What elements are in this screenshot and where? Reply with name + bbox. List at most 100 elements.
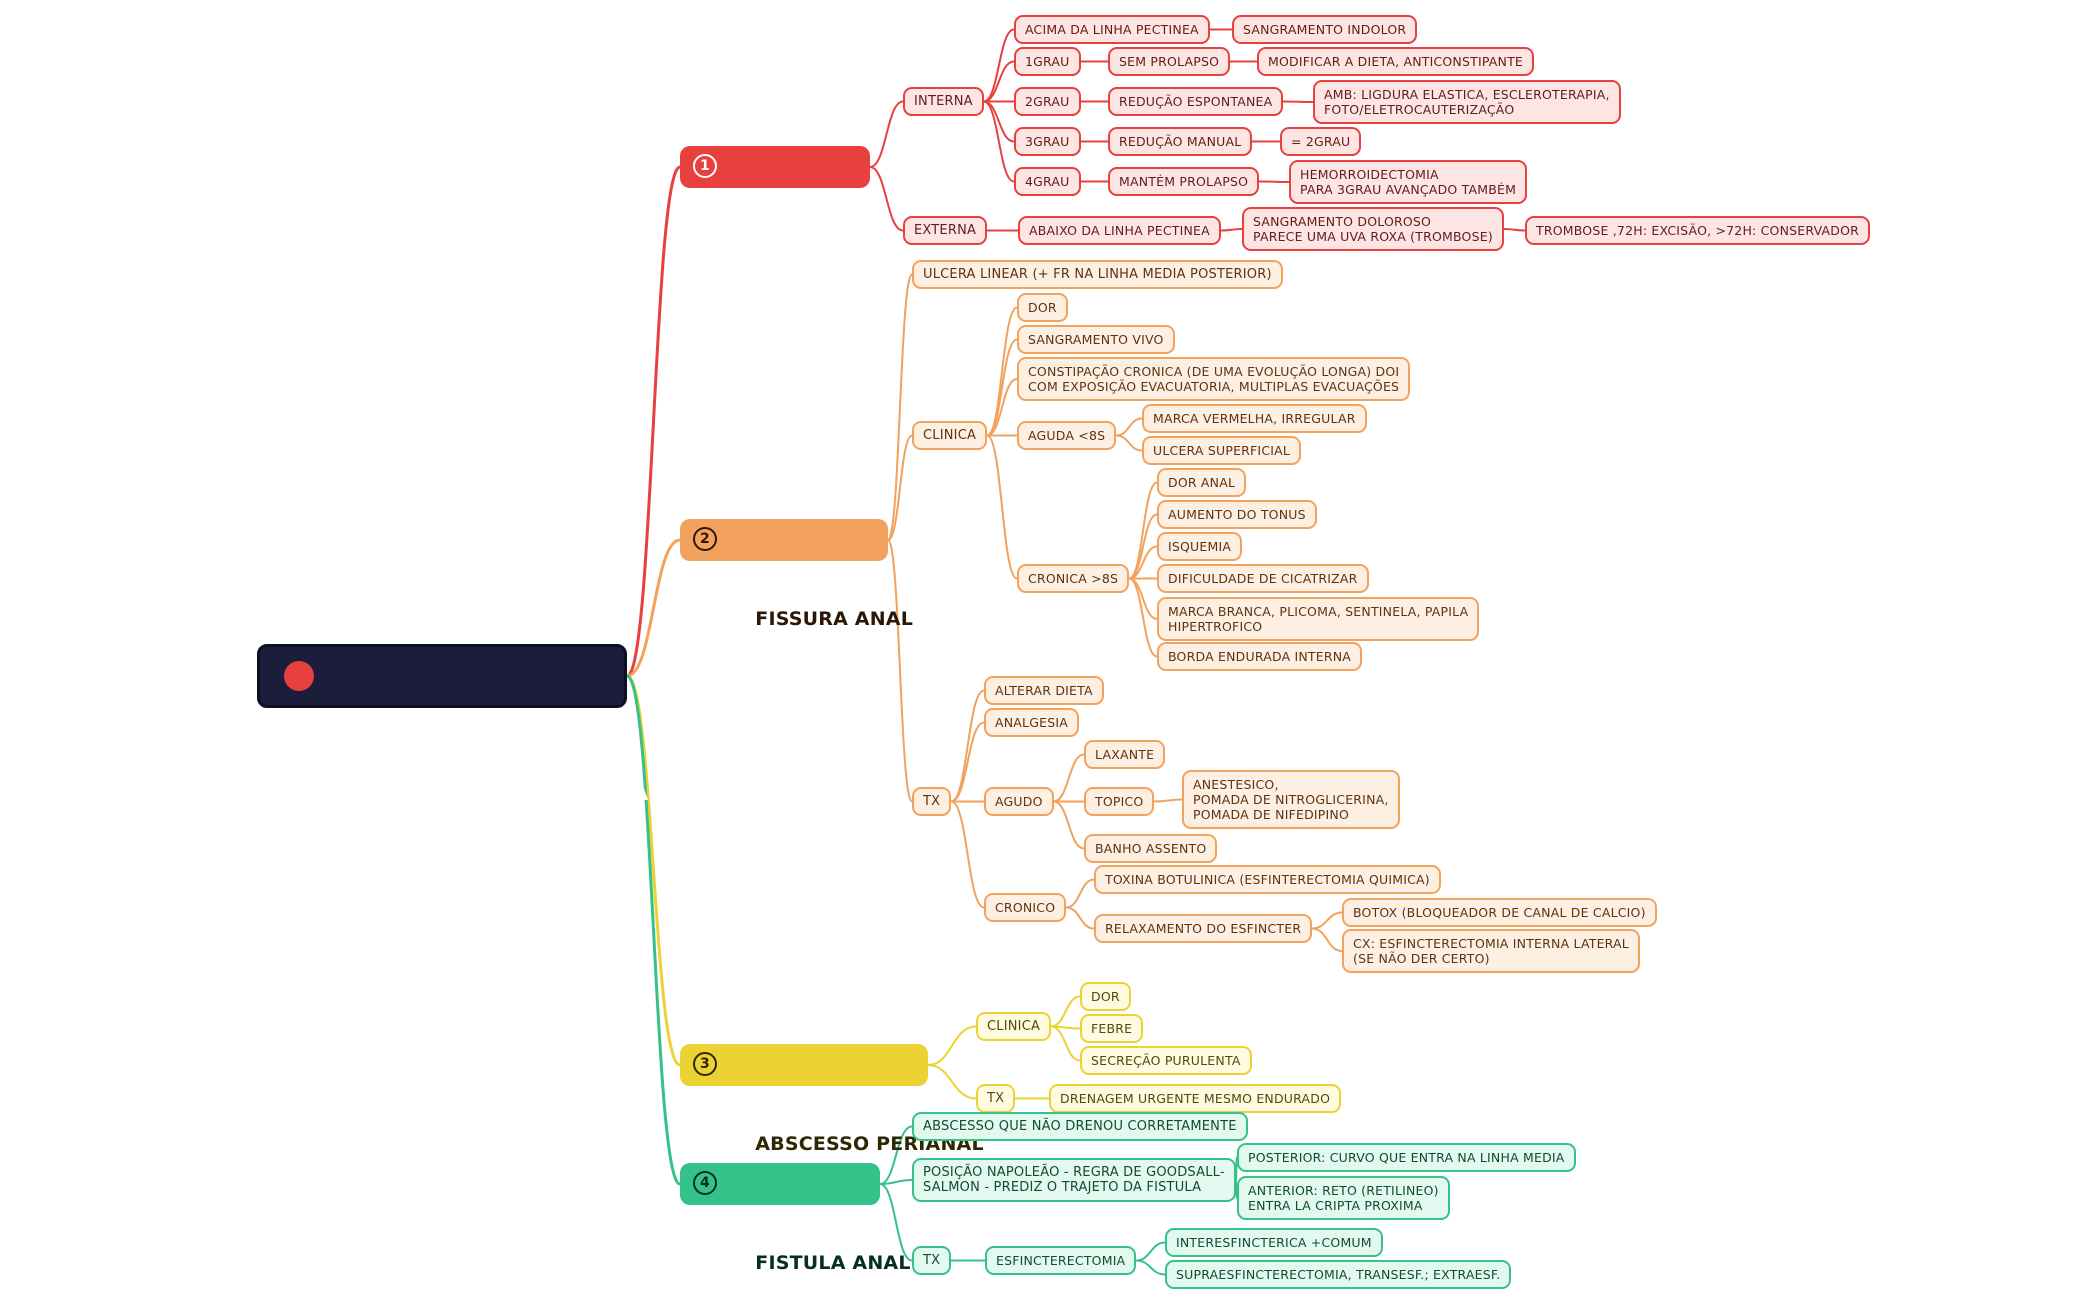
- topic-toxina-botulinica[interactable]: TOXINA BOTULINICA (ESFINTERECTOMIA QUIMI…: [1094, 865, 1441, 894]
- topic-secrecao-purulenta[interactable]: SECREÇÃO PURULENTA: [1080, 1046, 1252, 1075]
- topic-sem-prolapso[interactable]: SEM PROLAPSO: [1108, 47, 1231, 76]
- branch-label: ABSCESSO PERIANAL: [755, 1133, 984, 1155]
- topic-cronica[interactable]: CRONICA >8S: [1017, 564, 1130, 593]
- topic-tx[interactable]: TX: [912, 787, 952, 816]
- topic-mantem-prolapso[interactable]: MANTÉM PROLAPSO: [1108, 167, 1260, 196]
- topic-1grau[interactable]: 1GRAU: [1014, 47, 1081, 76]
- topic-dor[interactable]: DOR: [1017, 293, 1068, 322]
- connector-o15-o16: [950, 689, 985, 803]
- topic-2grau[interactable]: 2GRAU: [1014, 87, 1081, 116]
- connector-g1-g3: [1234, 1179, 1238, 1199]
- topic-esfincterectomia[interactable]: ESFINCTERECTOMIA: [985, 1246, 1137, 1275]
- topic-ulcera-linear[interactable]: ULCERA LINEAR (+ FR NA LINHA MEDIA POSTE…: [912, 260, 1283, 289]
- topic-interna[interactable]: INTERNA: [903, 87, 984, 116]
- connector-m0-r0: [869, 100, 904, 168]
- connector-y0-y3: [1050, 1025, 1081, 1062]
- connector-y0-y1: [1050, 995, 1081, 1028]
- topic-marca-branca[interactable]: MARCA BRANCA, PLICOMA, SENTINELA, PAPILA…: [1157, 597, 1480, 641]
- connector-o5-o7: [1115, 434, 1143, 452]
- topic-modificar-dieta[interactable]: MODIFICAR A DIETA, ANTICONSTIPANTE: [1257, 47, 1535, 76]
- connector-m0-r15: [869, 166, 904, 232]
- topic-anterior[interactable]: ANTERIOR: RETO (RETILINEO) ENTRA LA CRIP…: [1237, 1176, 1450, 1220]
- connector-m3-g0: [879, 1125, 913, 1185]
- number-3-icon: 3: [693, 1052, 717, 1076]
- topic-febre[interactable]: FEBRE: [1080, 1014, 1144, 1043]
- connector-o5-o6: [1115, 417, 1143, 437]
- connector-m3-g1: [879, 1179, 913, 1185]
- topic-reducao-manual[interactable]: REDUÇÃO MANUAL: [1108, 127, 1253, 156]
- topic-ulcera-superficial[interactable]: ULCERA SUPERFICIAL: [1142, 436, 1302, 465]
- topic-drenagem-urgente[interactable]: DRENAGEM URGENTE MESMO ENDURADO: [1049, 1084, 1342, 1113]
- topic-clinica[interactable]: CLINICA: [912, 421, 988, 450]
- topic-anestesico[interactable]: ANESTESICO, POMADA DE NITROGLICERINA, PO…: [1182, 770, 1400, 829]
- connector-o18-o19: [1052, 753, 1085, 803]
- topic-alterar-dieta[interactable]: ALTERAR DIETA: [984, 676, 1104, 705]
- topic-relaxamento-esfincter[interactable]: RELAXAMENTO DO ESFINCTER: [1094, 914, 1313, 943]
- connector-o23-o25: [1065, 906, 1095, 930]
- connector-m2-y4: [927, 1064, 977, 1100]
- topic-externa[interactable]: EXTERNA: [903, 216, 988, 245]
- connector-m1-o0: [887, 273, 913, 541]
- topic-clinica[interactable]: CLINICA: [976, 1012, 1052, 1041]
- connector-o8-o14: [1128, 577, 1158, 658]
- topic-posterior[interactable]: POSTERIOR: CURVO QUE ENTRA NA LINHA MEDI…: [1237, 1143, 1576, 1172]
- connector-o1-o4: [986, 378, 1018, 437]
- topic-igual-2grau[interactable]: = 2GRAU: [1280, 127, 1362, 156]
- topic-banho-assento[interactable]: BANHO ASSENTO: [1084, 834, 1218, 863]
- connector-n-root-m2: [625, 674, 682, 1067]
- connector-o15-o23: [950, 800, 985, 909]
- topic-reducao-espontanea[interactable]: REDUÇÃO ESPONTANEA: [1108, 87, 1284, 116]
- branch-label: HEMORROIDA: [755, 235, 905, 257]
- branch-fistula-anal[interactable]: 4 FISTULA ANAL: [680, 1163, 910, 1274]
- topic-aguda[interactable]: AGUDA <8S: [1017, 421, 1117, 450]
- branch-label: FISSURA ANAL: [755, 608, 914, 630]
- connector-m3-g4: [879, 1183, 913, 1262]
- root-node[interactable]: DOENÇAS ORIFICIAIS: [257, 644, 677, 807]
- topic-4grau[interactable]: 4GRAU: [1014, 167, 1081, 196]
- topic-tx[interactable]: TX: [976, 1084, 1016, 1113]
- topic-constipacao-cronica[interactable]: CONSTIPAÇÃO CRONICA (DE UMA EVOLUÇÃO LON…: [1017, 357, 1411, 401]
- topic-marca-vermelha[interactable]: MARCA VERMELHA, IRREGULAR: [1142, 404, 1367, 433]
- topic-botox[interactable]: BOTOX (BLOQUEADOR DE CANAL DE CALCIO): [1342, 898, 1657, 927]
- topic-supraesfincterectomia[interactable]: SUPRAESFINCTERECTOMIA, TRANSESF.; EXTRAE…: [1165, 1260, 1512, 1289]
- topic-dificuldade-cicatrizar[interactable]: DIFICULDADE DE CICATRIZAR: [1157, 564, 1369, 593]
- topic-sangramento-vivo[interactable]: SANGRAMENTO VIVO: [1017, 325, 1175, 354]
- topic-aumento-tonus[interactable]: AUMENTO DO TONUS: [1157, 500, 1317, 529]
- topic-posicao-napoleao[interactable]: POSIÇÃO NAPOLEÃO - REGRA DE GOODSALL- SA…: [912, 1158, 1236, 1202]
- topic-laxante[interactable]: LAXANTE: [1084, 740, 1166, 769]
- topic-hemorroidectomia[interactable]: HEMORROIDECTOMIA PARA 3GRAU AVANÇADO TAM…: [1289, 160, 1528, 204]
- connector-n-root-m0: [625, 165, 682, 678]
- connector-m2-y0: [927, 1025, 977, 1066]
- topic-agudo[interactable]: AGUDO: [984, 787, 1054, 816]
- connector-o23-o24: [1065, 878, 1095, 909]
- topic-3grau[interactable]: 3GRAU: [1014, 127, 1081, 156]
- topic-sangramento-doloroso[interactable]: SANGRAMENTO DOLOROSO PARECE UMA UVA ROXA…: [1242, 207, 1504, 251]
- topic-abaixo-linha-pectinea[interactable]: ABAIXO DA LINHA PECTINEA: [1018, 216, 1221, 245]
- connector-o20-o21: [1153, 798, 1183, 803]
- branch-fissura-anal[interactable]: 2 FISSURA ANAL: [680, 519, 913, 630]
- topic-cx-esfincterectomia[interactable]: CX: ESFINCTERECTOMIA INTERNA LATERAL (SE…: [1342, 929, 1640, 973]
- connector-r7-r8: [1282, 100, 1314, 103]
- topic-analgesia[interactable]: ANALGESIA: [984, 708, 1079, 737]
- topic-cronico[interactable]: CRONICO: [984, 893, 1067, 922]
- topic-sangramento-indolor[interactable]: SANGRAMENTO INDOLOR: [1232, 15, 1418, 44]
- topic-trombose[interactable]: TROMBOSE ,72H: EXCISÃO, >72H: CONSERVADO…: [1525, 216, 1871, 245]
- connector-r0-r3: [982, 60, 1015, 103]
- topic-tx[interactable]: TX: [912, 1246, 952, 1275]
- connector-m1-o1: [887, 434, 913, 541]
- branch-abscesso-perianal[interactable]: 3 ABSCESSO PERIANAL: [680, 1044, 984, 1155]
- topic-acima-linha-pectinea[interactable]: ACIMA DA LINHA PECTINEA: [1014, 15, 1210, 44]
- topic-dor[interactable]: DOR: [1080, 982, 1131, 1011]
- topic-dor-anal[interactable]: DOR ANAL: [1157, 468, 1247, 497]
- topic-interesfincterica[interactable]: INTERESFINCTERICA +COMUM: [1165, 1228, 1383, 1257]
- connector-o1-o8: [986, 434, 1018, 580]
- connector-r0-r1: [982, 28, 1015, 103]
- topic-topico[interactable]: TOPICO: [1084, 787, 1155, 816]
- connector-r0-r12: [982, 100, 1015, 183]
- topic-amb-ligadura[interactable]: AMB: LIGDURA ELASTICA, ESCLEROTERAPIA, F…: [1313, 80, 1621, 124]
- topic-abscesso-nao-drenou[interactable]: ABSCESSO QUE NÃO DRENOU CORRETAMENTE: [912, 1112, 1248, 1141]
- topic-isquemia[interactable]: ISQUEMIA: [1157, 532, 1243, 561]
- branch-hemorroida[interactable]: 1 HEMORROIDA: [680, 146, 904, 257]
- topic-borda-endurada[interactable]: BORDA ENDURADA INTERNA: [1157, 642, 1363, 671]
